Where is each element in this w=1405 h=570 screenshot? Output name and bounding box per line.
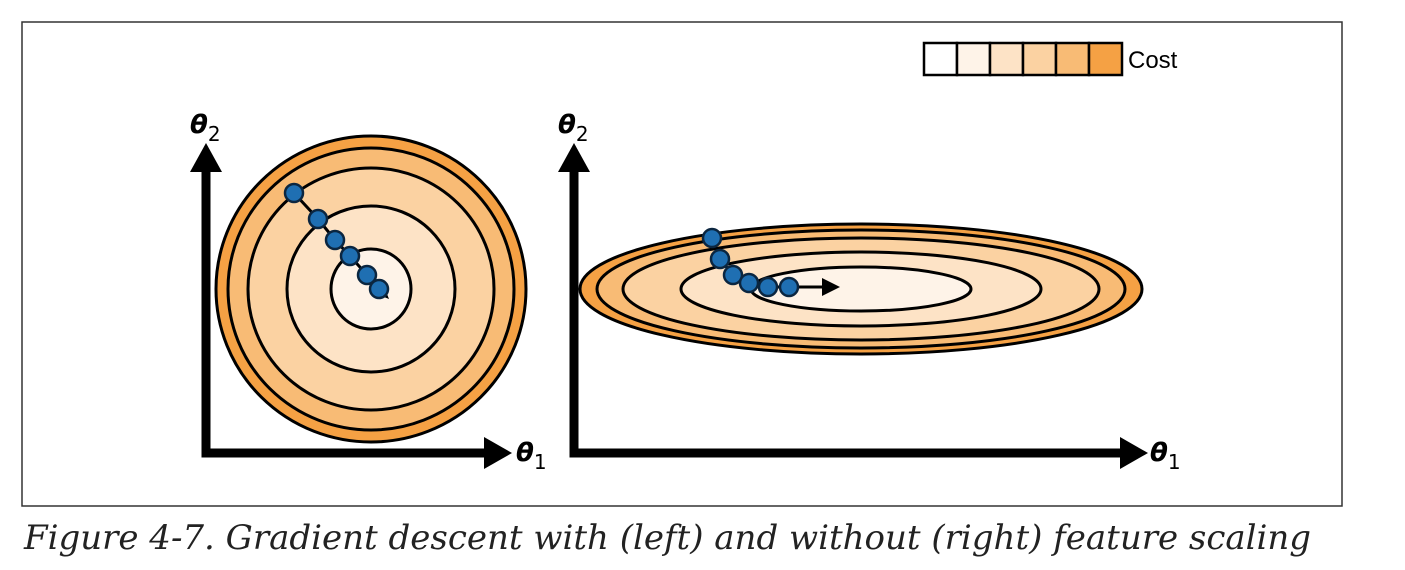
right-descent-arrowhead [822,278,840,296]
right-step-3 [722,264,744,286]
left-axes [201,168,488,458]
left-step-2 [307,208,329,230]
right-x-label: θ1 [1150,438,1181,474]
legend-cell-5 [1054,41,1091,77]
right-step-5 [757,276,779,298]
left-x-label: θ1 [516,438,547,474]
left-step-4 [339,245,361,267]
legend-cell-4 [1021,41,1058,77]
right-step-6 [778,276,800,298]
left-step-6 [368,278,390,300]
right-y-arrowhead [558,143,590,172]
left-step-3 [324,229,346,251]
right-x-arrowhead [1120,437,1148,469]
left-y-arrowhead [190,143,222,172]
right-step-1 [701,227,723,249]
legend-cell-3 [988,41,1025,77]
right-axes [569,168,1124,458]
left-step-1 [283,182,305,204]
right-step-2 [709,248,731,270]
right-step-4 [738,272,760,294]
legend-cell-6 [1087,41,1124,77]
cost-legend: Cost [922,41,1178,77]
left-y-label: θ2 [190,110,221,146]
figure-caption: Figure 4-7. Gradient descent with (left)… [24,518,1312,558]
legend-cell-1 [922,41,959,77]
right-panel: θ2 θ1 [558,110,1181,474]
left-step-5 [356,264,378,286]
right-y-label: θ2 [558,110,589,146]
legend-cell-2 [955,41,992,77]
left-panel: θ2 θ1 [190,110,547,474]
legend-label: Cost [1128,47,1178,74]
left-x-arrowhead [484,437,512,469]
